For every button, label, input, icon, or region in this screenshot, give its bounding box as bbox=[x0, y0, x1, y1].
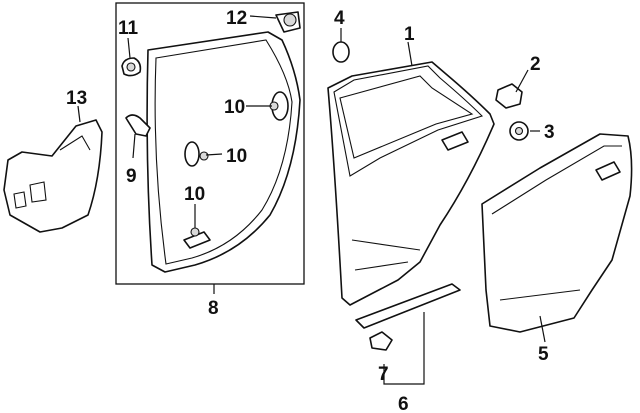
callout-2: 2 bbox=[530, 54, 541, 75]
weatherstrip-group-box bbox=[115, 2, 305, 285]
callout-6: 6 bbox=[398, 394, 409, 413]
callout-10-top: 10 bbox=[224, 97, 245, 118]
grommet-3 bbox=[509, 121, 529, 141]
callout-8: 8 bbox=[208, 298, 219, 319]
callout-13: 13 bbox=[66, 88, 87, 109]
callout-11: 11 bbox=[118, 18, 139, 39]
callout-10-bottom: 10 bbox=[184, 184, 205, 205]
rear-door-shell bbox=[327, 61, 495, 306]
sill-molding bbox=[355, 283, 461, 329]
callout-9: 9 bbox=[126, 166, 137, 187]
door-bracket-13 bbox=[3, 119, 103, 233]
callout-7: 7 bbox=[378, 364, 389, 385]
plug-4 bbox=[332, 41, 350, 63]
clip-12 bbox=[275, 11, 301, 33]
callout-5: 5 bbox=[538, 344, 549, 365]
clip-7 bbox=[369, 331, 393, 351]
clip-10-bottom bbox=[183, 227, 211, 249]
callout-1: 1 bbox=[404, 24, 415, 45]
clip-2 bbox=[495, 83, 523, 109]
callout-12: 12 bbox=[226, 8, 247, 29]
callout-10-mid: 10 bbox=[226, 146, 247, 167]
outer-door-panel bbox=[481, 133, 633, 333]
clip-10-mid bbox=[184, 141, 209, 167]
leader-lines bbox=[77, 15, 546, 385]
callout-4: 4 bbox=[334, 8, 345, 29]
clip-9 bbox=[125, 114, 151, 137]
callout-3: 3 bbox=[544, 122, 555, 143]
door-weatherstrip bbox=[146, 31, 301, 273]
clip-11 bbox=[121, 57, 142, 77]
